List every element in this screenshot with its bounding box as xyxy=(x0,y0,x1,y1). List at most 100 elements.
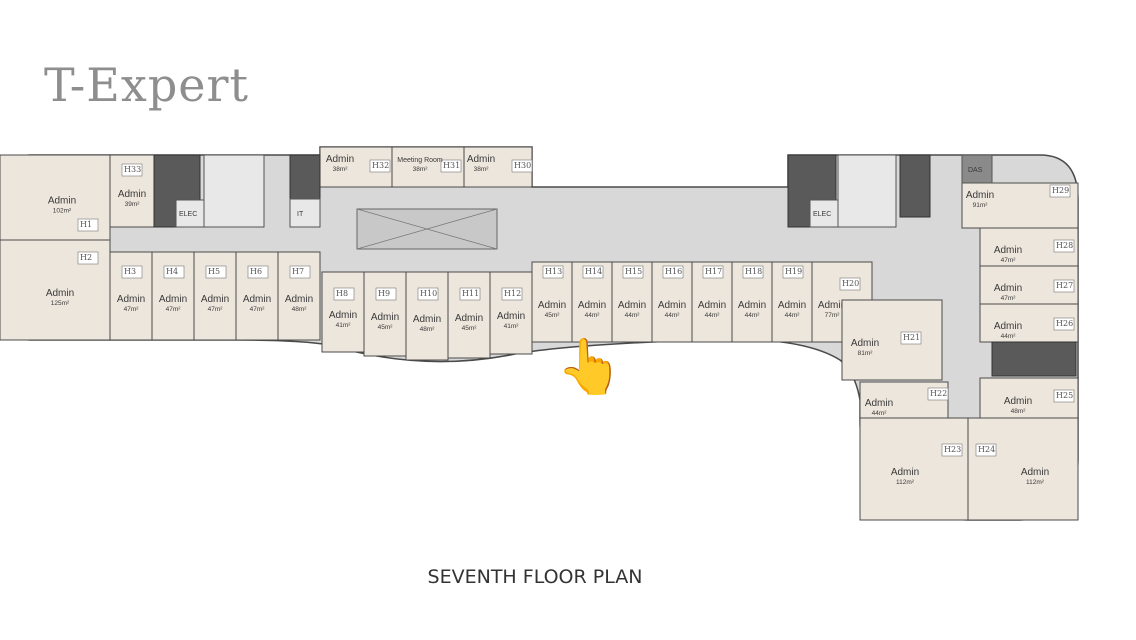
unit-tag-box xyxy=(542,265,564,279)
unit-tag-box xyxy=(941,443,963,457)
unit-code: H27 xyxy=(1056,281,1073,290)
unit-use-label: Admin xyxy=(371,312,399,323)
unit-use-label: Admin xyxy=(578,300,606,311)
unit-use-label: Admin xyxy=(117,294,145,305)
unit-area: 112m² xyxy=(896,479,915,486)
unit-use-label: Admin xyxy=(455,313,483,324)
unit-area: 47m² xyxy=(1001,295,1017,302)
unit-use-label: Admin xyxy=(497,311,525,322)
unit-use-label: Admin xyxy=(818,300,846,311)
unit-room xyxy=(447,271,491,359)
unit-code: H33 xyxy=(124,165,141,174)
toilet-block-left xyxy=(203,154,265,228)
unit-area: 47m² xyxy=(208,306,224,313)
unit-code: H25 xyxy=(1056,391,1073,400)
unit-code: H1 xyxy=(80,220,92,229)
unit-area: 44m² xyxy=(705,312,721,319)
unit-area: 48m² xyxy=(292,306,308,313)
unit-use-label: Admin xyxy=(966,190,994,201)
stair-core-right2 xyxy=(899,154,931,218)
unit-area: 48m² xyxy=(1011,408,1027,415)
unit-area: 39m² xyxy=(125,201,141,208)
it-label: IT xyxy=(297,211,304,218)
unit-code: H16 xyxy=(665,267,682,276)
unit-area: 47m² xyxy=(250,306,266,313)
unit-use-label: Admin xyxy=(698,300,726,311)
unit-room xyxy=(841,299,943,381)
unit-tag-box xyxy=(417,287,439,301)
unit-code: H26 xyxy=(1056,319,1073,328)
unit-area: 45m² xyxy=(462,325,478,332)
stair-core-mid xyxy=(289,154,321,200)
unit-tag-box xyxy=(622,265,644,279)
unit-area: 38m² xyxy=(474,166,490,173)
unit-code: H5 xyxy=(208,267,220,276)
unit-code: H4 xyxy=(166,267,178,276)
unit-code: H8 xyxy=(336,289,348,298)
unit-code: H10 xyxy=(420,289,437,298)
unit-area: 44m² xyxy=(1001,333,1017,340)
unit-area: 45m² xyxy=(545,312,561,319)
unit-code: H14 xyxy=(585,267,602,276)
unit-tag-box xyxy=(289,265,311,279)
das-room xyxy=(961,154,993,184)
unit-use-label: Admin xyxy=(851,338,879,349)
plan-caption: SEVENTH FLOOR PLAN xyxy=(427,566,643,588)
unit-room xyxy=(731,261,773,343)
unit-tag-box xyxy=(121,163,143,177)
unit-area: 47m² xyxy=(124,306,140,313)
unit-use-label: Admin xyxy=(738,300,766,311)
unit-use-label: Admin xyxy=(329,310,357,321)
unit-tag-box xyxy=(927,387,949,401)
unit-code: H7 xyxy=(292,267,304,276)
unit-tag-box xyxy=(511,159,533,173)
unit-tag-box xyxy=(77,218,99,232)
unit-area: 45m² xyxy=(378,324,394,331)
unit-area: 38m² xyxy=(333,166,349,173)
unit-tag-box xyxy=(163,265,185,279)
unit-code: H23 xyxy=(944,445,961,454)
unit-area: 44m² xyxy=(785,312,801,319)
toilet-block-right xyxy=(837,154,897,228)
unit-code: H20 xyxy=(842,279,859,288)
unit-use-label: Admin xyxy=(46,288,74,299)
unit-area: 44m² xyxy=(625,312,641,319)
unit-use-label: Admin xyxy=(891,467,919,478)
unit-area: 77m² xyxy=(825,312,841,319)
unit-tag-box xyxy=(459,287,481,301)
unit-code: H15 xyxy=(625,267,642,276)
stair-core-east xyxy=(991,341,1077,377)
unit-code: H28 xyxy=(1056,241,1073,250)
das-label: DAS xyxy=(968,167,983,174)
unit-tag-box xyxy=(375,287,397,301)
unit-use-label: Admin xyxy=(538,300,566,311)
unit-code: H24 xyxy=(978,445,995,454)
unit-code: H13 xyxy=(545,267,562,276)
unit-use-label: Admin xyxy=(778,300,806,311)
elec-right xyxy=(809,199,839,228)
unit-tag-box xyxy=(582,265,604,279)
unit-area: 91m² xyxy=(973,202,989,209)
unit-use-label: Admin xyxy=(243,294,271,305)
unit-tag-box xyxy=(1053,389,1075,403)
unit-code: H29 xyxy=(1052,186,1069,195)
it-room xyxy=(289,198,321,228)
unit-use-label: Admin xyxy=(48,196,76,207)
pointing-hand-icon: 👆 xyxy=(556,337,624,397)
unit-use-label: Admin xyxy=(326,154,354,165)
